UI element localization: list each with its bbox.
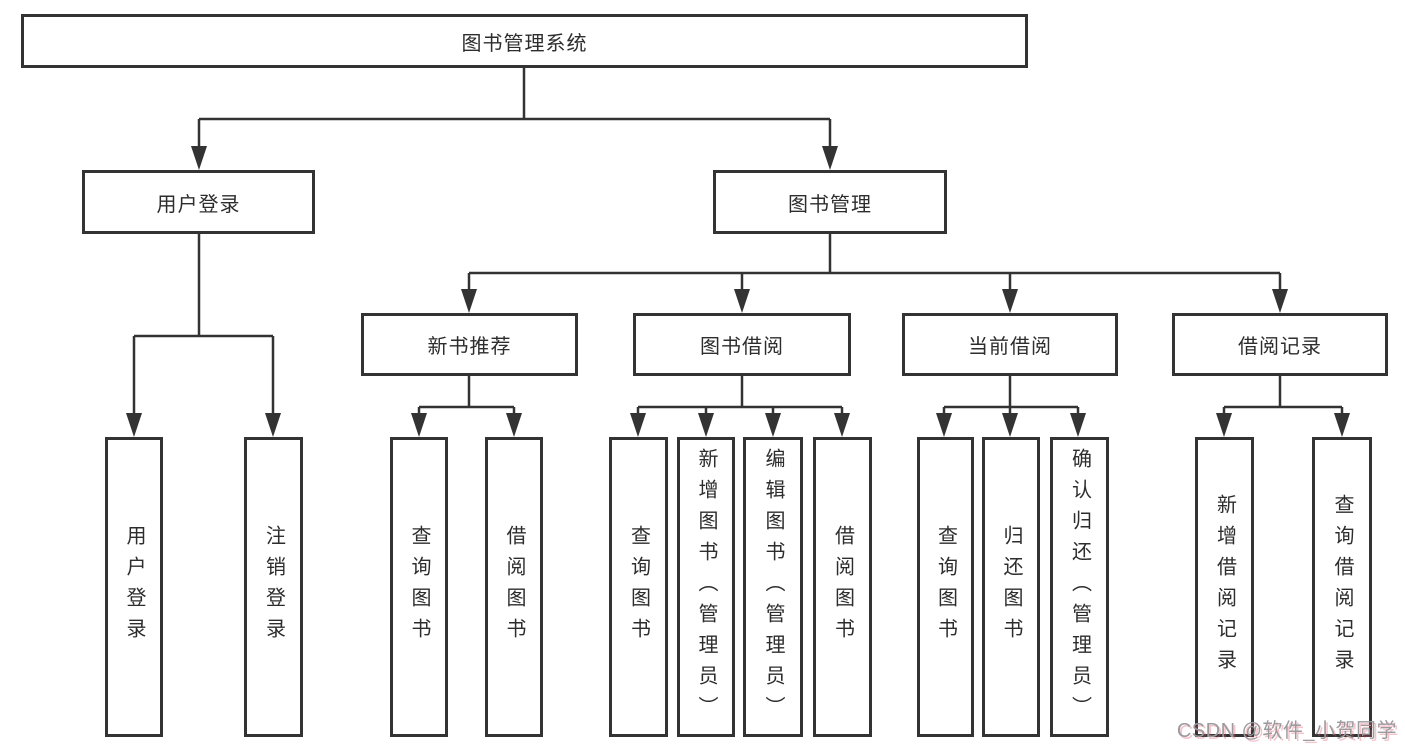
leaf-return-books: 归还图书: [982, 437, 1040, 737]
leaf-label: 新增图书（管理员）: [695, 447, 717, 727]
leaf-label: 用户登录: [123, 525, 145, 649]
leaf-label: 借阅图书: [503, 525, 525, 649]
leaf-edit-books-admin: 编辑图书（管理员）: [743, 437, 803, 737]
leaf-query-books-recommend: 查询图书: [390, 437, 448, 737]
leaf-label: 注销登录: [262, 525, 285, 649]
node-borrowing-records: 借阅记录: [1172, 313, 1388, 376]
leaf-label: 编辑图书（管理员）: [762, 447, 784, 727]
leaf-label: 查询图书: [627, 525, 650, 649]
leaf-borrow-books-borrowing: 借阅图书: [813, 437, 872, 737]
leaf-confirm-return-admin: 确认归还（管理员）: [1050, 437, 1109, 737]
node-user-login: 用户登录: [82, 170, 315, 234]
leaf-label: 借阅图书: [831, 525, 854, 649]
leaf-label: 查询图书: [408, 525, 430, 649]
leaf-borrow-books-recommend: 借阅图书: [485, 437, 543, 737]
leaf-label: 查询图书: [934, 525, 957, 649]
leaf-query-books-current: 查询图书: [917, 437, 974, 737]
leaf-query-books-borrowing: 查询图书: [609, 437, 668, 737]
leaf-label: 确认归还（管理员）: [1068, 447, 1091, 727]
leaf-label: 新增借阅记录: [1213, 494, 1236, 680]
node-book-borrowing: 图书借阅: [633, 313, 851, 376]
node-current-borrowing: 当前借阅: [902, 313, 1118, 376]
leaf-label: 查询借阅记录: [1331, 494, 1353, 680]
node-book-management: 图书管理: [713, 170, 947, 234]
leaf-query-borrow-record: 查询借阅记录: [1312, 437, 1372, 737]
leaf-label: 归还图书: [1000, 525, 1022, 649]
node-new-book-recommendation: 新书推荐: [361, 313, 578, 376]
leaf-logout-login: 注销登录: [244, 437, 303, 737]
node-library-system: 图书管理系统: [21, 14, 1028, 68]
connector-path: [132, 68, 1344, 415]
arrowheads: [126, 146, 1350, 437]
leaf-add-borrow-record: 新增借阅记录: [1195, 437, 1254, 737]
csdn-watermark: CSDN @软件_小贺同学: [1176, 720, 1397, 742]
leaf-add-books-admin: 新增图书（管理员）: [677, 437, 735, 737]
leaf-user-login: 用户登录: [105, 437, 163, 737]
